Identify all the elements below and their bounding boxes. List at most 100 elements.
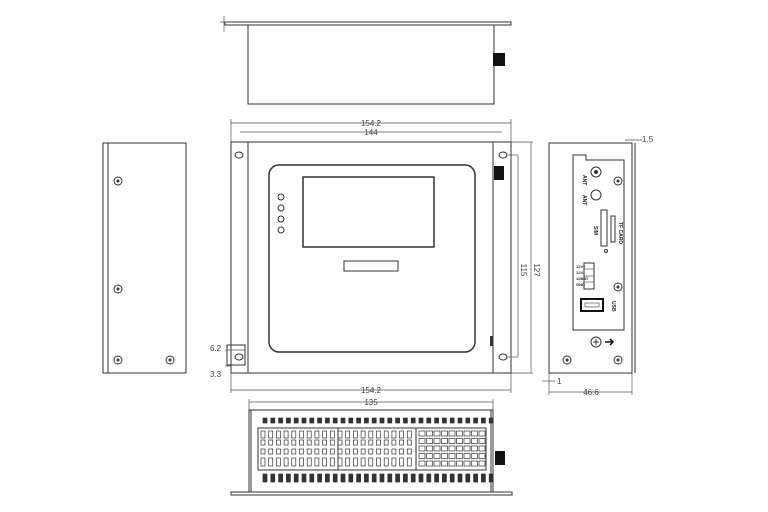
terminal-mark	[383, 430, 389, 439]
terminal-mark	[299, 430, 304, 439]
terminal-mark	[471, 430, 478, 437]
dim-side-offset: 1	[557, 377, 562, 386]
terminal-mark	[322, 457, 327, 467]
terminal-mark	[441, 438, 448, 444]
tf-card-slot	[610, 215, 616, 243]
bottom-view: 135	[230, 398, 513, 496]
terminal-mark	[329, 457, 335, 467]
terminal-mark	[301, 417, 307, 424]
terminal-mark	[314, 457, 320, 467]
terminal-mark	[368, 457, 374, 467]
led-indicators	[277, 193, 285, 234]
terminal-mark	[457, 417, 463, 424]
terminal-mark	[283, 430, 289, 439]
terminal-mark	[426, 453, 433, 459]
terminal-mark	[442, 473, 447, 483]
terminal-mark	[481, 417, 486, 424]
svg-text:SIM: SIM	[592, 226, 598, 235]
terminal-mark	[345, 439, 351, 446]
terminal-mark	[383, 439, 389, 446]
terminal-mark	[399, 439, 404, 446]
terminal-mark	[337, 448, 343, 455]
terminal-mark	[387, 473, 393, 483]
terminal-mark	[278, 473, 283, 483]
mount-hole-icon	[498, 151, 508, 159]
terminal-mark	[418, 453, 426, 459]
svg-text:ANT: ANT	[581, 195, 587, 205]
terminal-mark	[360, 430, 366, 439]
terminal-mark	[270, 417, 276, 424]
terminal-block	[257, 427, 487, 471]
terminal-mark	[325, 473, 330, 483]
dim-bottom-outer: 154.2	[361, 386, 382, 395]
terminal-mark	[301, 473, 307, 483]
terminal-mark	[314, 430, 320, 439]
terminal-mark	[368, 439, 374, 446]
terminal-mark	[268, 439, 274, 446]
terminal-mark	[433, 445, 441, 452]
terminal-mark	[360, 448, 366, 455]
terminal-mark	[473, 417, 478, 424]
terminal-mark	[340, 473, 346, 483]
terminal-mark	[456, 460, 463, 467]
terminal-mark	[488, 417, 494, 424]
front-view: 154.2 144 154.2 115 127 6.2 3.3	[210, 119, 541, 395]
power-terminal: 12V+ 12V- 12BAT GND	[576, 262, 595, 290]
terminal-mark	[418, 417, 424, 424]
terminal-mark	[426, 438, 433, 444]
mount-hole-icon	[234, 353, 244, 361]
terminal-mark	[291, 457, 297, 467]
terminal-mark	[463, 430, 471, 437]
terminal-mark	[448, 445, 456, 452]
dim-bottom-view: 135	[364, 398, 378, 407]
terminal-mark	[456, 445, 463, 452]
terminal-mark	[403, 417, 408, 424]
terminal-mark	[418, 438, 426, 444]
terminal-mark	[268, 448, 274, 455]
terminal-mark	[286, 473, 291, 483]
terminal-mark	[340, 417, 346, 424]
terminal-mark	[345, 457, 351, 467]
terminal-mark	[391, 448, 397, 455]
terminal-mark	[441, 445, 448, 452]
svg-text:ANT: ANT	[581, 175, 587, 185]
terminal-mark	[337, 439, 343, 446]
terminal-mark	[395, 417, 400, 424]
terminal-mark	[332, 473, 338, 483]
right-side-view: ANT ANT SIM TF CARD 12V+ 12V- 12BAT GND …	[542, 135, 654, 397]
terminal-mark	[376, 457, 381, 467]
terminal-mark	[262, 473, 268, 483]
terminal-mark	[371, 417, 377, 424]
mount-hole-icon	[234, 151, 244, 159]
terminal-mark	[434, 473, 439, 483]
terminal-mark	[356, 473, 361, 483]
terminal-mark	[418, 473, 424, 483]
ground-arrow-icon	[605, 338, 615, 346]
display-window	[302, 176, 435, 248]
terminal-mark	[317, 473, 322, 483]
terminal-mark	[317, 417, 322, 424]
terminal-mark	[426, 417, 432, 424]
terminal-mark	[391, 457, 397, 467]
terminal-mark	[276, 430, 281, 439]
terminal-mark	[379, 417, 385, 424]
terminal-mark	[291, 448, 297, 455]
terminal-mark	[353, 457, 358, 467]
terminal-mark	[329, 430, 335, 439]
terminal-mark	[399, 430, 404, 439]
dim-top-inner: 144	[364, 128, 378, 137]
terminal-mark	[291, 439, 297, 446]
terminal-mark	[322, 439, 327, 446]
terminal-mark	[345, 430, 351, 439]
antenna-connector	[493, 53, 505, 66]
terminal-mark	[463, 438, 471, 444]
terminal-mark	[418, 430, 426, 437]
ground-screw-icon	[590, 336, 602, 348]
terminal-mark	[441, 430, 448, 437]
terminal-mark	[410, 417, 416, 424]
terminal-mark	[360, 457, 366, 467]
terminal-mark	[465, 473, 471, 483]
terminal-mark	[449, 417, 455, 424]
terminal-mark	[322, 430, 327, 439]
